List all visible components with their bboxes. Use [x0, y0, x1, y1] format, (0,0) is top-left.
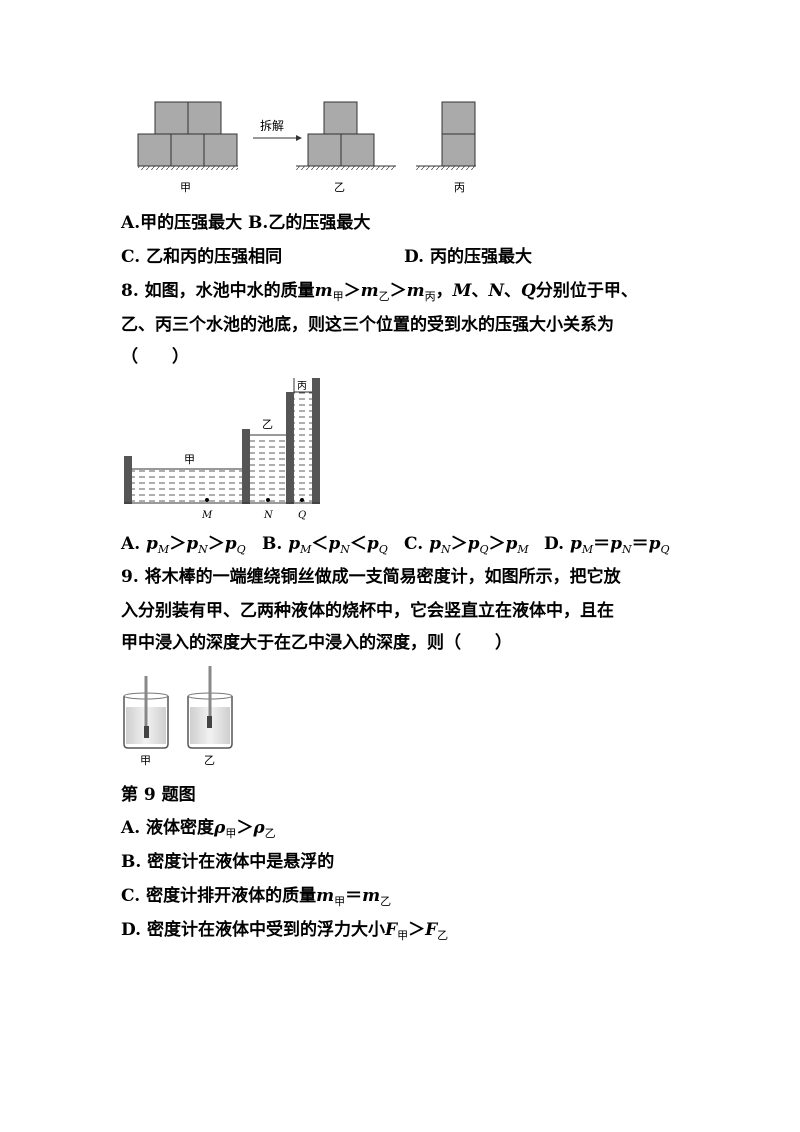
point-n-dot: [266, 498, 270, 502]
label-q: Q: [298, 510, 306, 521]
q9-option-b: B. 密度计在液体中是悬浮的: [121, 852, 335, 872]
beaker-label-yi: 乙: [204, 754, 215, 767]
water-bing: [294, 392, 312, 502]
arrow-head-icon: [296, 135, 302, 141]
arrow-label: 拆解: [260, 118, 284, 133]
comma: ，: [435, 281, 453, 301]
figure-q8-pools: 甲 乙 丙 M N Q: [124, 378, 320, 521]
q9-line-3: 甲中浸入的深度大于在乙中浸入的深度，则（ ）: [121, 633, 512, 653]
point-q-dot: [300, 498, 304, 502]
q9-number: 9.: [121, 567, 139, 587]
beaker-label-jia: 甲: [140, 754, 151, 767]
q7-option-d-letter: D.: [404, 247, 425, 267]
q7-option-c-row: C. 乙和丙的压强相同: [121, 246, 282, 268]
wall-right: [312, 378, 320, 504]
blocks-bing: [416, 101, 476, 170]
pool-label-yi: 乙: [262, 418, 273, 431]
gt: ＞: [343, 281, 361, 301]
sub-yi: 乙: [378, 290, 390, 303]
q7-options-ab: A.甲的压强最大 B.乙的压强最大: [121, 212, 370, 234]
sub-bing: 丙: [424, 290, 436, 303]
q7-option-a: 甲的压强最大: [140, 213, 243, 233]
q7-option-b: 乙的压强最大: [268, 213, 371, 233]
q9-option-c: C. 密度计排开液体的质量m甲＝m乙: [121, 886, 392, 908]
pool-label-jia: 甲: [184, 453, 195, 466]
beaker-yi: [187, 666, 233, 749]
q7-option-c: 乙和丙的压强相同: [146, 247, 283, 267]
m-symbol: m: [406, 281, 425, 301]
wall-yi-bing: [286, 392, 294, 504]
beaker-jia: [123, 676, 169, 749]
sep: 、: [471, 281, 489, 301]
q9-option-d: D. 密度计在液体中受到的浮力大小F甲＞F乙: [121, 920, 449, 942]
figure-q7-blocks: 拆解 甲 乙 丙: [137, 101, 476, 194]
label-jia: 甲: [180, 181, 191, 194]
sub-jia: 甲: [332, 290, 344, 303]
water-jia: [132, 469, 242, 502]
blocks-jia: [137, 101, 238, 170]
m-symbol: m: [360, 281, 379, 301]
point-m: M: [452, 281, 472, 301]
q8-line-3: （ ）: [121, 347, 189, 367]
q8-option-c: C. pN＞pQ＞pM: [404, 534, 529, 556]
q9-line-1: 9. 将木棒的一端缠绕铜丝做成一支简易密度计，如图所示，把它放: [121, 566, 621, 588]
q7-option-d: 丙的压强最大: [429, 247, 532, 267]
q8-number: 8.: [121, 281, 139, 301]
water-yi: [250, 435, 286, 502]
q8-line-2: 乙、丙三个水池的池底，则这三个位置的受到水的压强大小关系为: [121, 315, 614, 335]
blocks-yi: [296, 101, 396, 170]
q8-option-a: A. pM＞pN＞pQ: [121, 534, 246, 556]
pool-label-bing: 丙: [297, 381, 307, 392]
point-q: Q: [521, 281, 536, 301]
point-n: N: [488, 281, 505, 301]
q9-text-1: 将木棒的一端缠绕铜丝做成一支简易密度计，如图所示，把它放: [144, 567, 621, 587]
label-yi: 乙: [334, 181, 345, 194]
q9-figure-caption: 第 9 题图: [121, 785, 196, 805]
sep: 、: [504, 281, 522, 301]
wall-left: [124, 456, 132, 504]
label-bing: 丙: [454, 181, 465, 194]
gt: ＞: [389, 281, 407, 301]
q8-option-b: B. pM＜pN＜pQ: [262, 534, 388, 556]
q9-option-a: A. 液体密度ρ甲＞ρ乙: [121, 818, 276, 840]
label-n: N: [263, 510, 274, 521]
label-m: M: [201, 510, 213, 521]
q8-line-1: 8. 如图，水池中水的质量m甲＞m乙＞m丙，M、N、Q分别位于甲、: [121, 280, 638, 304]
q8-option-d: D. pM＝pN＝pQ: [544, 534, 670, 556]
q8-text-a: 如图，水池中水的质量: [144, 281, 315, 301]
q7-option-c-letter: C.: [121, 247, 141, 267]
q7-option-a-letter: A.: [121, 213, 141, 233]
m-symbol: m: [314, 281, 333, 301]
q7-option-d-row: D. 丙的压强最大: [404, 246, 532, 268]
q8-text-b: 分别位于甲、: [535, 281, 638, 301]
q9-line-2: 入分别装有甲、乙两种液体的烧杯中，它会竖直立在液体中，且在: [121, 601, 614, 621]
point-m-dot: [205, 498, 209, 502]
wall-jia-yi: [242, 429, 250, 504]
figure-q9-beakers: 甲 乙: [123, 666, 233, 767]
q7-option-b-letter: B.: [248, 213, 269, 233]
